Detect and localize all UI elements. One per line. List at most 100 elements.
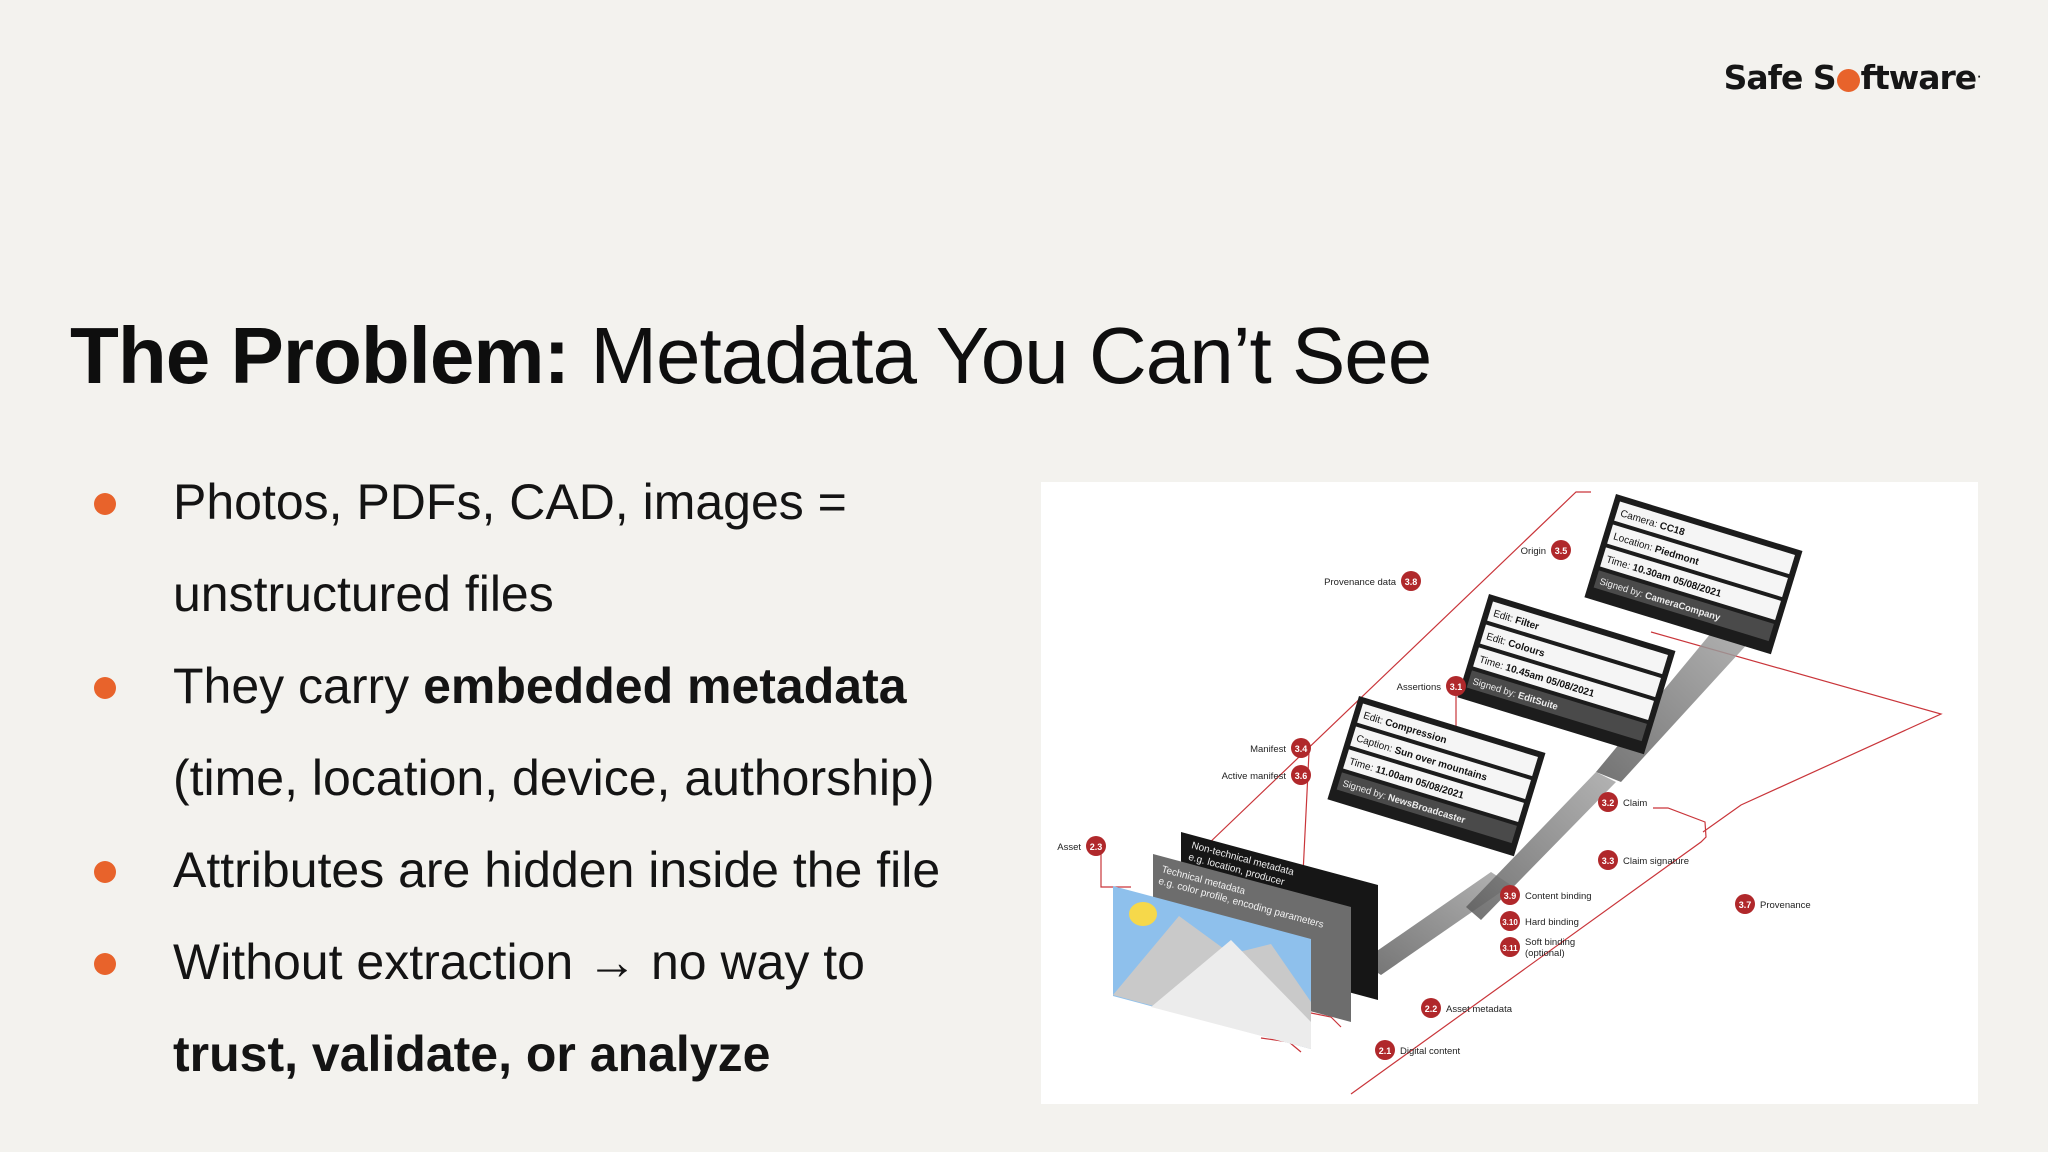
- bullet-text-pre: They carry: [173, 658, 424, 714]
- badge: [1086, 836, 1106, 856]
- mountain-front: [1151, 940, 1311, 1049]
- label-provenance: 3.7 Provenance: [1735, 894, 1811, 914]
- badge: [1500, 911, 1520, 931]
- label-text: Origin: [1521, 546, 1546, 557]
- label-text: Soft binding: [1525, 937, 1575, 948]
- asset-bracket: [1100, 842, 1131, 888]
- label-digital-content: 2.1 Digital content: [1375, 1040, 1461, 1060]
- digital-content-image: [1113, 886, 1311, 1049]
- label-text: Hard binding: [1525, 917, 1579, 928]
- news-card-row: [1350, 726, 1531, 800]
- edit-card: Edit: Filter Edit: Colours Time: 10.45am…: [1457, 594, 1676, 755]
- bullet-item: Attributes are hidden inside the file: [70, 824, 1000, 916]
- badge: [1375, 1040, 1395, 1060]
- origin-card-row: [1600, 547, 1781, 621]
- label-asset-metadata: 2.2 Asset metadata: [1421, 998, 1513, 1018]
- badge-number: 3.4: [1295, 744, 1308, 754]
- slide-title: The Problem: Metadata You Can’t See: [70, 310, 1432, 402]
- provenance-diagram: Camera: CC18 Location: Piedmont Time: 10…: [1041, 482, 1978, 1104]
- edit-card-row: [1473, 647, 1654, 721]
- binding-beam-front: [1361, 872, 1511, 975]
- bullet-item: Photos, PDFs, CAD, images = unstructured…: [70, 456, 1000, 640]
- label-active-manifest: 3.6 Active manifest: [1222, 765, 1311, 785]
- badge-number: 3.3: [1602, 856, 1615, 866]
- bullet-item: They carry embedded metadata (time, loca…: [70, 640, 1000, 824]
- bullet-text-bold: embedded metadata: [423, 658, 907, 714]
- badge-number: 3.7: [1739, 900, 1752, 910]
- label-manifest: 3.4 Manifest: [1250, 738, 1311, 758]
- sun-icon: [1129, 902, 1157, 926]
- badge-number: 3.10: [1502, 918, 1518, 927]
- provenance-outline-right: [1650, 631, 1943, 833]
- label-assertions: 3.1 Assertions: [1397, 676, 1466, 696]
- binding-beam-middle: [1466, 772, 1616, 920]
- provenance-diagram-svg: Camera: CC18 Location: Piedmont Time: 10…: [1057, 491, 1943, 1095]
- label-text: Provenance: [1760, 900, 1811, 911]
- news-card-row: [1357, 703, 1538, 777]
- badge-number: 3.2: [1602, 798, 1615, 808]
- bullet-text-bold: trust, validate, or analyze: [173, 1026, 771, 1082]
- label-text: Claim signature: [1623, 856, 1689, 867]
- badge-number: 3.11: [1502, 944, 1518, 953]
- origin-card-row: [1614, 501, 1795, 575]
- label-note: (optional): [1525, 948, 1565, 959]
- badge: [1446, 676, 1466, 696]
- logo-text-end: ftware: [1860, 58, 1978, 97]
- label-text: Asset: [1057, 842, 1081, 853]
- logo-text-start: Safe S: [1723, 58, 1837, 97]
- manifest-outline: [1302, 741, 1310, 875]
- label-soft-binding: 3.11 Soft binding (optional): [1500, 937, 1575, 959]
- news-card: Edit: Compression Caption: Sun over moun…: [1327, 696, 1546, 857]
- label-text: Active manifest: [1222, 771, 1287, 782]
- badge: [1500, 885, 1520, 905]
- bullet-item: Without extraction → no way to trust, va…: [70, 916, 1000, 1100]
- label-content-binding: 3.9 Content binding: [1500, 885, 1592, 905]
- badge-number: 2.3: [1090, 842, 1103, 852]
- label-text: Asset metadata: [1446, 1004, 1513, 1015]
- edit-card-row: [1480, 624, 1661, 698]
- logo-orange-dot: [1836, 68, 1860, 92]
- badge: [1500, 937, 1520, 957]
- badge: [1598, 850, 1618, 870]
- edit-card-row: [1487, 601, 1668, 675]
- badge-number: 3.9: [1504, 891, 1517, 901]
- metadata-bracket: [1305, 1011, 1342, 1028]
- safe-software-logo: Safe S ftware·: [1723, 58, 1981, 97]
- label-text: Assertions: [1397, 682, 1442, 693]
- bullet-list: Photos, PDFs, CAD, images = unstructured…: [70, 456, 1000, 1100]
- origin-card-footer: [1593, 570, 1774, 642]
- badge: [1421, 998, 1441, 1018]
- label-asset: 2.3 Asset: [1057, 836, 1106, 856]
- label-origin: 3.5 Origin: [1521, 540, 1571, 560]
- title-bold: The Problem:: [70, 311, 570, 400]
- edit-card-footer: [1466, 670, 1647, 742]
- label-text: Provenance data: [1324, 577, 1397, 588]
- badge: [1551, 540, 1571, 560]
- badge-number: 3.6: [1295, 771, 1308, 781]
- logo-trademark: ·: [1977, 72, 1981, 83]
- badge-number: 3.8: [1405, 577, 1418, 587]
- label-text: Manifest: [1250, 744, 1286, 755]
- origin-card: Camera: CC18 Location: Piedmont Time: 10…: [1584, 494, 1803, 655]
- provenance-outline: [1204, 491, 1591, 848]
- badge-number: 3.5: [1555, 546, 1568, 556]
- label-text: Claim: [1623, 798, 1647, 809]
- label-provenance-data: 3.8 Provenance data: [1324, 571, 1421, 591]
- label-text: Digital content: [1400, 1046, 1461, 1057]
- label-claim-signature: 3.3 Claim signature: [1598, 850, 1689, 870]
- bullet-text-post: (time, location, device, authorship): [173, 750, 935, 806]
- badge: [1735, 894, 1755, 914]
- label-text: Content binding: [1525, 891, 1592, 902]
- badge: [1401, 571, 1421, 591]
- label-claim: 3.2 Claim: [1598, 792, 1647, 812]
- badge-number: 3.1: [1450, 682, 1463, 692]
- badge-number: 2.1: [1379, 1046, 1392, 1056]
- news-card-row: [1343, 749, 1524, 823]
- bullet-text: Attributes are hidden inside the file: [173, 842, 941, 898]
- origin-card-row: [1607, 524, 1788, 598]
- badge-number: 2.2: [1425, 1004, 1438, 1014]
- badge: [1291, 738, 1311, 758]
- badge: [1598, 792, 1618, 812]
- label-hard-binding: 3.10 Hard binding: [1500, 911, 1579, 931]
- title-rest: Metadata You Can’t See: [569, 311, 1432, 400]
